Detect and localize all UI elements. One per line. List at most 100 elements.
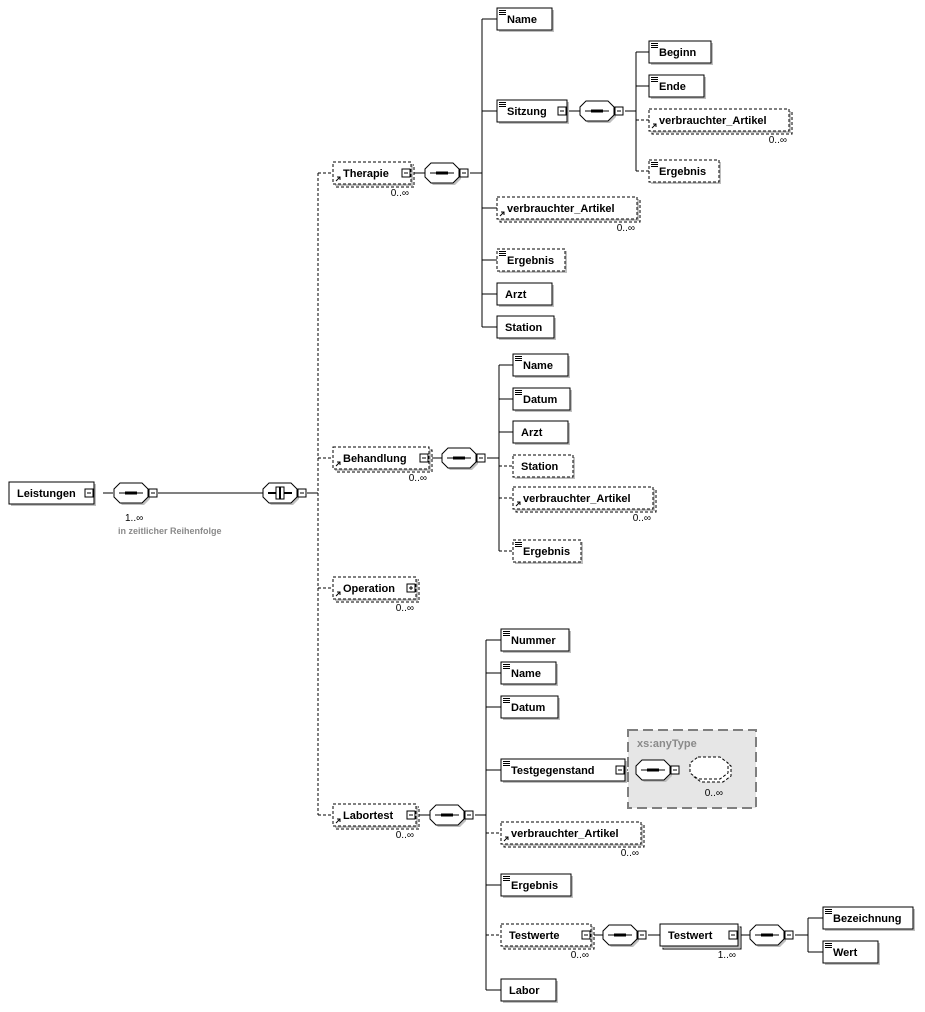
testwerte-element-label: Testwerte [509,930,560,942]
connector-lines [103,18,823,991]
labortest-nummer-element[interactable]: Nummer [500,628,571,653]
collapse-toggle-icon[interactable] [406,583,416,593]
simple-content-icon [651,77,658,82]
leistungen-sequence [113,482,158,505]
leistungen-sequence-cardinality: 1..∞ [125,513,143,524]
testgegenstand-sequence [635,759,680,782]
reference-arrow-icon [503,836,509,842]
simple-content-icon [503,876,510,881]
reference-arrow-icon [335,818,341,824]
wert-element[interactable]: Wert [822,940,880,965]
collapse-toggle-icon[interactable] [406,810,416,820]
reference-arrow-icon [515,501,521,507]
therapie-ergebnis-element[interactable]: Ergebnis [496,248,567,273]
testwerte-sequence [602,924,647,947]
testwert-element[interactable]: Testwert 1..∞ [659,923,742,961]
behandlung-ergebnis-element[interactable]: Ergebnis [512,539,583,564]
therapie-arzt-element-label: Arzt [505,289,527,301]
sitzung-element[interactable]: Sitzung [496,99,569,124]
reference-arrow-icon [499,211,505,217]
reference-arrow-icon [335,176,341,182]
behandlung-datum-element-label: Datum [523,394,557,406]
collapse-toggle-icon[interactable] [84,488,94,498]
sitzung-verbrauchter-artikel-element-label: verbrauchter_Artikel [659,115,767,127]
behandlung-name-element[interactable]: Name [512,353,570,378]
sitzung-element-label: Sitzung [507,106,547,118]
simple-content-icon [825,909,832,914]
simple-content-icon [515,390,522,395]
behandlung-element-label: Behandlung [343,453,407,465]
bezeichnung-element-label: Bezeichnung [833,913,901,925]
simple-content-icon [503,761,510,766]
anytype-label: xs:anyType [637,738,697,750]
any-element-cardinality: 0..∞ [705,788,723,799]
therapie-element-label: Therapie [343,168,389,180]
bezeichnung-element[interactable]: Bezeichnung [822,906,915,931]
collapse-toggle-icon[interactable] [728,930,738,940]
reference-arrow-icon [335,591,341,597]
simple-content-icon [515,356,522,361]
collapse-toggle-icon[interactable] [557,106,567,116]
behandlung-name-element-label: Name [523,360,553,372]
sitzung-beginn-element[interactable]: Beginn [648,40,713,65]
labortest-ergebnis-element-label: Ergebnis [511,880,558,892]
collapse-toggle-icon[interactable] [581,930,591,940]
simple-content-icon [503,698,510,703]
simple-content-icon [515,542,522,547]
simple-content-icon [825,943,832,948]
behandlung-arzt-element-label: Arzt [521,427,543,439]
sitzung-ergebnis-element-label: Ergebnis [659,166,706,178]
sitzung-ende-element[interactable]: Ende [648,74,706,99]
wert-element-label: Wert [833,947,858,959]
leistungen-element[interactable]: Leistungen [8,481,96,506]
collapse-toggle-icon[interactable] [401,168,411,178]
testwerte-element[interactable]: Testwerte 0..∞ [500,923,595,961]
therapie-ergebnis-element-label: Ergebnis [507,255,554,267]
sitzung-sequence [579,100,624,123]
behandlung-verbrauchter-artikel-element-cardinality: 0..∞ [633,513,651,524]
therapie-station-element[interactable]: Station [496,315,556,340]
testwert-sequence [749,924,794,947]
labortest-ergebnis-element[interactable]: Ergebnis [500,873,573,898]
labor-element[interactable]: Labor [500,978,558,1003]
testgegenstand-element[interactable]: Testgegenstand [500,758,627,783]
behandlung-datum-element[interactable]: Datum [512,387,572,412]
labortest-element-cardinality: 0..∞ [396,830,414,841]
therapie-station-element-label: Station [505,322,543,334]
therapie-verbrauchter-artikel-element-label: verbrauchter_Artikel [507,203,615,215]
labortest-name-element[interactable]: Name [500,661,558,686]
labortest-datum-element-label: Datum [511,702,545,714]
labortest-nummer-element-label: Nummer [511,635,556,647]
simple-content-icon [503,631,510,636]
simple-content-icon [651,162,658,167]
labor-element-label: Labor [509,985,540,997]
simple-content-icon [499,102,506,107]
leistungen-choice [262,482,307,505]
leistungen-element-label: Leistungen [17,488,76,500]
collapse-toggle-icon[interactable] [419,453,429,463]
collapse-toggle-icon[interactable] [615,765,625,775]
behandlung-arzt-element[interactable]: Arzt [512,420,570,445]
sitzung-ergebnis-element[interactable]: Ergebnis [648,159,721,184]
therapie-arzt-element[interactable]: Arzt [496,282,554,307]
testwert-element-cardinality: 1..∞ [718,950,736,961]
labortest-element-label: Labortest [343,810,393,822]
labortest-datum-element[interactable]: Datum [500,695,560,720]
behandlung-ergebnis-element-label: Ergebnis [523,546,570,558]
reference-arrow-icon [651,123,657,129]
testwerte-element-cardinality: 0..∞ [571,950,589,961]
behandlung-station-element[interactable]: Station [512,454,575,479]
therapie-name-element[interactable]: Name [496,7,554,32]
sitzung-ende-element-label: Ende [659,81,686,93]
testwert-element-label: Testwert [668,930,713,942]
